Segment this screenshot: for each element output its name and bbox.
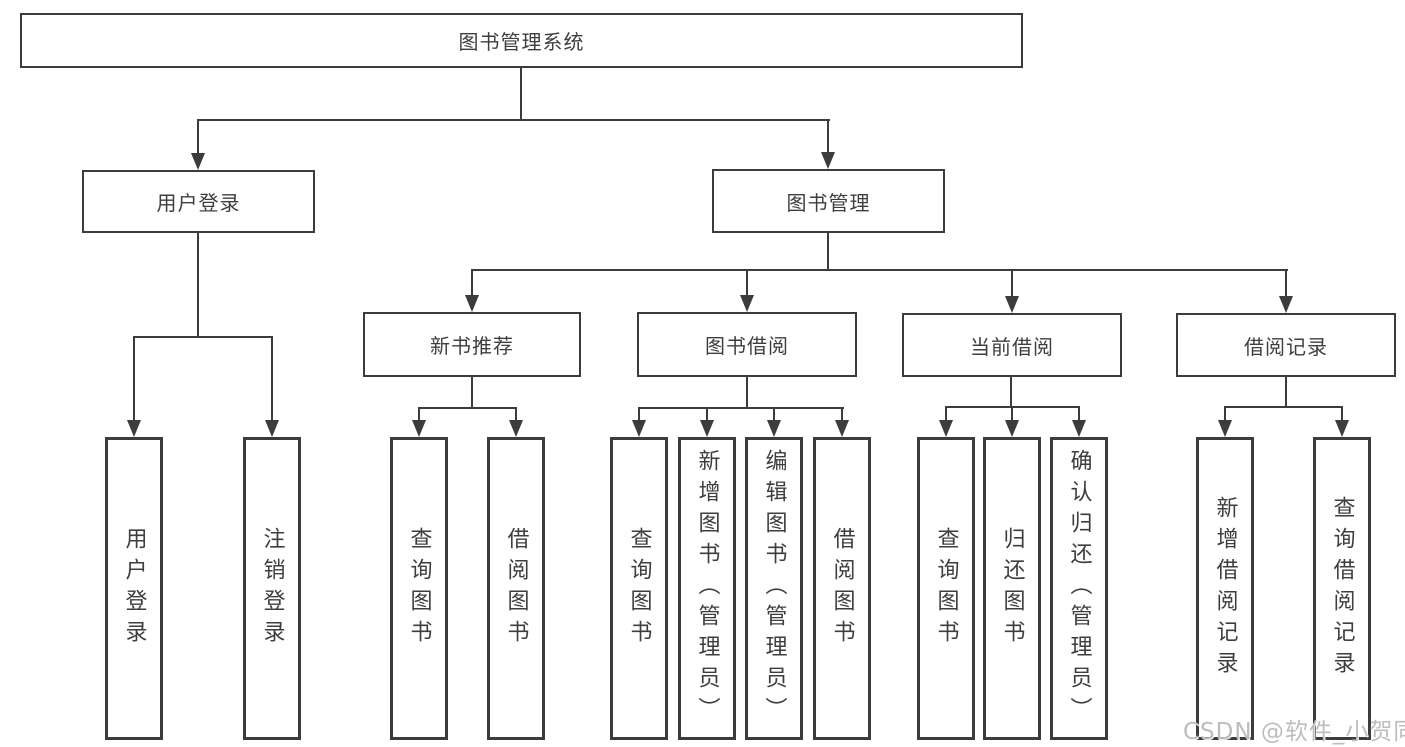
- leaf-borrow-query-books-label: 查询图书: [626, 526, 652, 651]
- connector-hline: [197, 119, 830, 121]
- arrow-down-icon: [939, 420, 953, 437]
- leaf-current-return-books: 归还图书: [983, 437, 1041, 740]
- leaf-newbook-query-books: 查询图书: [390, 437, 448, 740]
- arrow-down-icon: [767, 420, 781, 437]
- connector-stem: [418, 407, 420, 422]
- node-current-borrow: 当前借阅: [902, 313, 1122, 377]
- connector-stem: [271, 336, 273, 422]
- connector-stem: [133, 336, 135, 422]
- csdn-watermark: CSDN @软件_小贺同学: [1183, 719, 1405, 745]
- leaf-current-query-books: 查询图书: [917, 437, 975, 740]
- connector-vline: [520, 68, 522, 120]
- connector-stem: [515, 407, 517, 422]
- leaf-borrow-borrow-books: 借阅图书: [813, 437, 871, 740]
- arrow-down-icon: [412, 420, 426, 437]
- leaf-borrow-edit-book-admin: 编辑图书（管理员）: [745, 437, 803, 740]
- leaf-current-confirm-return-admin-label: 确认归还（管理员）: [1066, 449, 1092, 728]
- connector-stem: [945, 406, 947, 422]
- arrow-down-icon: [127, 420, 141, 437]
- connector-stem: [638, 407, 640, 422]
- leaf-newbook-query-books-label: 查询图书: [406, 526, 432, 651]
- leaf-borrow-add-book-admin: 新增图书（管理员）: [678, 437, 736, 740]
- leaf-newbook-borrow-books-label: 借阅图书: [503, 526, 529, 651]
- connector-vline: [827, 233, 829, 271]
- arrow-down-icon: [265, 420, 279, 437]
- connector-stem: [706, 407, 708, 422]
- connector-stem: [827, 119, 829, 155]
- connector-hline: [471, 269, 1288, 271]
- connector-hline: [638, 407, 844, 409]
- arrow-down-icon: [1335, 420, 1349, 437]
- connector-vline: [1285, 377, 1287, 408]
- connector-stem: [1285, 269, 1287, 297]
- arrow-down-icon: [509, 420, 523, 437]
- leaf-user-login-label: 用户登录: [121, 526, 147, 651]
- leaf-records-query-record-label: 查询借阅记录: [1329, 495, 1355, 682]
- arrow-down-icon: [1279, 296, 1293, 313]
- connector-stem: [1078, 406, 1080, 422]
- leaf-newbook-borrow-books: 借阅图书: [487, 437, 545, 740]
- node-new-book-recommend: 新书推荐: [363, 312, 581, 377]
- node-book-management: 图书管理: [712, 169, 945, 233]
- arrow-down-icon: [740, 295, 754, 312]
- arrow-down-icon: [1005, 420, 1019, 437]
- leaf-borrow-borrow-books-label: 借阅图书: [829, 526, 855, 651]
- connector-stem: [746, 269, 748, 297]
- connector-hline: [418, 407, 517, 409]
- leaf-user-login: 用户登录: [105, 437, 163, 740]
- leaf-records-query-record: 查询借阅记录: [1313, 437, 1371, 740]
- arrow-down-icon: [632, 420, 646, 437]
- arrow-down-icon: [835, 420, 849, 437]
- connector-stem: [1011, 269, 1013, 297]
- leaf-borrow-query-books: 查询图书: [610, 437, 668, 740]
- connector-hline: [133, 336, 273, 338]
- arrow-down-icon: [700, 420, 714, 437]
- leaf-records-add-record: 新增借阅记录: [1196, 437, 1254, 740]
- leaf-logout-label: 注销登录: [259, 526, 285, 651]
- node-book-borrow: 图书借阅: [637, 312, 857, 377]
- connector-hline: [1224, 406, 1343, 408]
- connector-stem: [1224, 406, 1226, 422]
- arrow-down-icon: [1005, 296, 1019, 313]
- leaf-borrow-edit-book-admin-label: 编辑图书（管理员）: [761, 449, 787, 728]
- connector-stem: [1341, 406, 1343, 422]
- leaf-records-add-record-label: 新增借阅记录: [1212, 495, 1238, 682]
- leaf-current-return-books-label: 归还图书: [999, 526, 1025, 651]
- leaf-borrow-add-book-admin-label: 新增图书（管理员）: [694, 449, 720, 728]
- connector-vline: [471, 377, 473, 409]
- arrow-down-icon: [1072, 420, 1086, 437]
- leaf-current-query-books-label: 查询图书: [933, 526, 959, 651]
- connector-stem: [197, 119, 199, 155]
- connector-vline: [1010, 375, 1012, 408]
- node-borrow-records: 借阅记录: [1176, 313, 1396, 377]
- arrow-down-icon: [821, 152, 835, 169]
- connector-vline: [746, 377, 748, 409]
- connector-stem: [1011, 406, 1013, 422]
- connector-stem: [773, 407, 775, 422]
- leaf-current-confirm-return-admin: 确认归还（管理员）: [1050, 437, 1108, 740]
- arrow-down-icon: [1218, 420, 1232, 437]
- arrow-down-icon: [191, 153, 205, 170]
- connector-vline: [197, 233, 199, 337]
- node-user-login: 用户登录: [82, 170, 315, 233]
- connector-stem: [841, 407, 843, 422]
- arrow-down-icon: [465, 295, 479, 312]
- connector-stem: [471, 269, 473, 297]
- node-root: 图书管理系统: [20, 13, 1023, 68]
- leaf-logout: 注销登录: [243, 437, 301, 740]
